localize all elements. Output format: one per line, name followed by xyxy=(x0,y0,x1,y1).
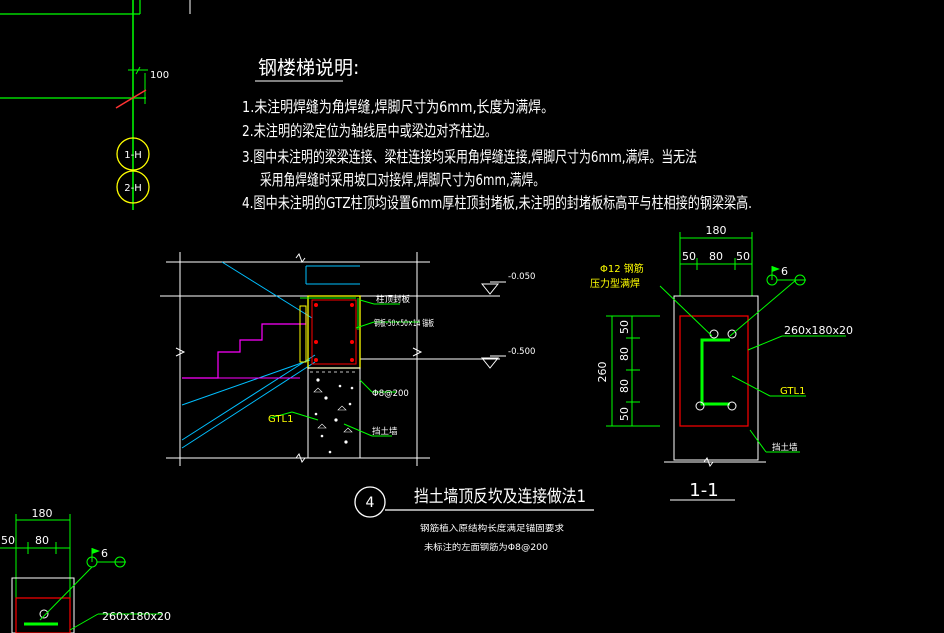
axis-bubble-2h xyxy=(116,170,150,204)
elev-bottom: -0.500 xyxy=(508,347,535,357)
axis-bubble-1h xyxy=(116,137,150,171)
sec-dim-top-2: 80 xyxy=(709,250,723,263)
label-plate: 钢板-50×50×14 锚板 xyxy=(374,318,434,329)
sec-dim-top-3: 50 xyxy=(736,250,750,263)
note-line-5: 4.图中未注明的GTZ柱顶均设置6mm厚柱顶封堵板,未注明的封堵板标高平与柱相接… xyxy=(242,194,752,212)
sec-rebar-note-1: Φ12 钢筋 xyxy=(600,262,644,275)
detail-4-drawing xyxy=(160,252,506,466)
sec-plate: 260x180x20 xyxy=(784,324,853,337)
axis-lines: 100 xyxy=(0,0,191,210)
note-line-3: 3.图中未注明的梁梁连接、梁柱连接均采用角焊缝连接,焊脚尺寸为6mm,满焊。当无… xyxy=(242,148,697,166)
detail-number: 4 xyxy=(366,495,375,511)
sec-dim-side-1: 50 xyxy=(618,320,631,334)
note-line-4: 采用角焊缝时采用坡口对接焊,焊脚尺寸为6mm,满焊。 xyxy=(260,171,545,189)
sec-wall: 挡土墙 xyxy=(772,442,798,453)
sec-dim-height: 260 xyxy=(596,362,609,383)
sec-dim-total: 180 xyxy=(706,224,727,237)
corner-plate: 260x180x20 xyxy=(102,610,171,623)
sec-gtl: GTL1 xyxy=(780,386,805,397)
sec-rebar-note-2: 压力型满焊 xyxy=(590,277,640,290)
corner-detail-drawing xyxy=(0,514,162,633)
corner-dim-2: 80 xyxy=(35,534,49,547)
axis-bubble-1h-label: 1-H xyxy=(124,150,142,161)
detail-4-note-1: 钢筋植入原结构长度满足锚固要求 xyxy=(420,523,565,534)
sec-dim-side-4: 50 xyxy=(618,407,631,421)
section-1-1-drawing xyxy=(606,232,846,501)
section-label: 1-1 xyxy=(689,480,718,501)
axis-dim-100: 100 xyxy=(150,70,169,81)
note-line-1: 1.未注明焊缝为角焊缝,焊脚尺寸为6mm,长度为满焊。 xyxy=(242,98,554,116)
label-wall: 挡土墙 xyxy=(372,426,398,437)
label-plate-top: 柱顶封板 xyxy=(376,294,411,305)
notes-title: 钢楼梯说明: xyxy=(258,57,359,79)
detail-4-title: 挡土墙顶反坎及连接做法1 xyxy=(414,487,586,507)
label-gtl1: GTL1 xyxy=(268,414,293,425)
sec-dim-top-1: 50 xyxy=(682,250,696,263)
label-rebar: Φ8@200 xyxy=(372,389,409,399)
sec-weld-size: 6 xyxy=(781,265,788,278)
sec-dim-side-2: 80 xyxy=(618,347,631,361)
corner-dim-total: 180 xyxy=(32,507,53,520)
detail-4-note-2: 未标注的左面钢筋为Φ8@200 xyxy=(424,542,548,553)
note-line-2: 2.未注明的梁定位为轴线居中或梁边对齐柱边。 xyxy=(242,122,497,140)
detail-number-circle xyxy=(354,486,386,518)
axis-bubble-2h-label: 2-H xyxy=(124,183,142,194)
sec-dim-side-3: 80 xyxy=(618,379,631,393)
corner-weld-size: 6 xyxy=(101,547,108,560)
corner-dim-1: 50 xyxy=(1,534,15,547)
elev-top: -0.050 xyxy=(508,272,535,282)
